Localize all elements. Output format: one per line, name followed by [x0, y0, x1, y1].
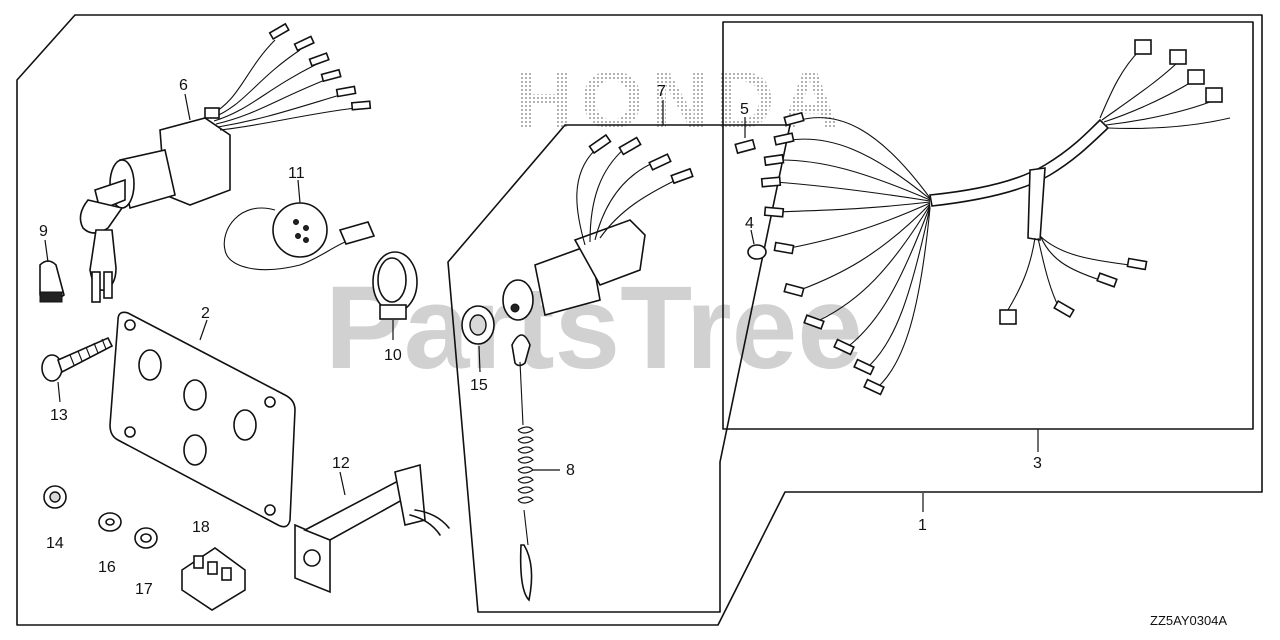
callout-8: 8: [566, 462, 575, 479]
nut-part-15: [461, 305, 495, 345]
clip-part-9: [39, 260, 65, 303]
ignition-switch-part-6: [79, 22, 372, 303]
washer-part-16: [98, 512, 122, 532]
terminal-part-5: [734, 138, 756, 155]
callout-16: 16: [98, 559, 116, 576]
assembly-outline-3: [722, 21, 1254, 430]
washer-part-17: [134, 527, 158, 549]
callout-9: 9: [39, 223, 48, 240]
callouts: 1 2 3 4 5 6 7 8 9 10 11 12 13 14 15 16 1…: [39, 77, 1042, 598]
bracket-part-12: [294, 463, 450, 594]
cap-part-4: [747, 244, 767, 260]
wire-harness-part-3: [760, 39, 1231, 396]
clamp-part-10: [372, 251, 418, 320]
callout-10: 10: [384, 347, 402, 364]
callout-18: 18: [192, 519, 210, 536]
callout-4: 4: [745, 215, 754, 232]
callout-6: 6: [179, 77, 188, 94]
callout-5: 5: [740, 101, 749, 118]
callout-14: 14: [46, 535, 64, 552]
callout-17: 17: [135, 581, 153, 598]
callout-1: 1: [918, 517, 927, 534]
panel-plate-part-2: [109, 311, 296, 528]
callout-7: 7: [657, 83, 666, 100]
callout-15: 15: [470, 377, 488, 394]
lanyard-part-8: [511, 334, 534, 602]
nut-part-14: [43, 485, 67, 509]
callout-3: 3: [1033, 455, 1042, 472]
assembly-outline-1: [16, 14, 1263, 626]
connector-part-18: [181, 547, 246, 611]
stop-switch-part-7: [502, 133, 694, 321]
screw-part-13: [41, 336, 114, 382]
callout-12: 12: [332, 455, 350, 472]
callout-13: 13: [50, 407, 68, 424]
buzzer-part-11: [223, 202, 376, 271]
callout-2: 2: [201, 305, 210, 322]
diagram-code: ZZ5AY0304A: [1150, 613, 1227, 628]
callout-11: 11: [288, 165, 305, 182]
watermark-brand-top: HONDA: [515, 55, 846, 146]
watermark: HONDA PartsTree: [325, 55, 863, 394]
leader-lines: [44, 93, 1039, 512]
